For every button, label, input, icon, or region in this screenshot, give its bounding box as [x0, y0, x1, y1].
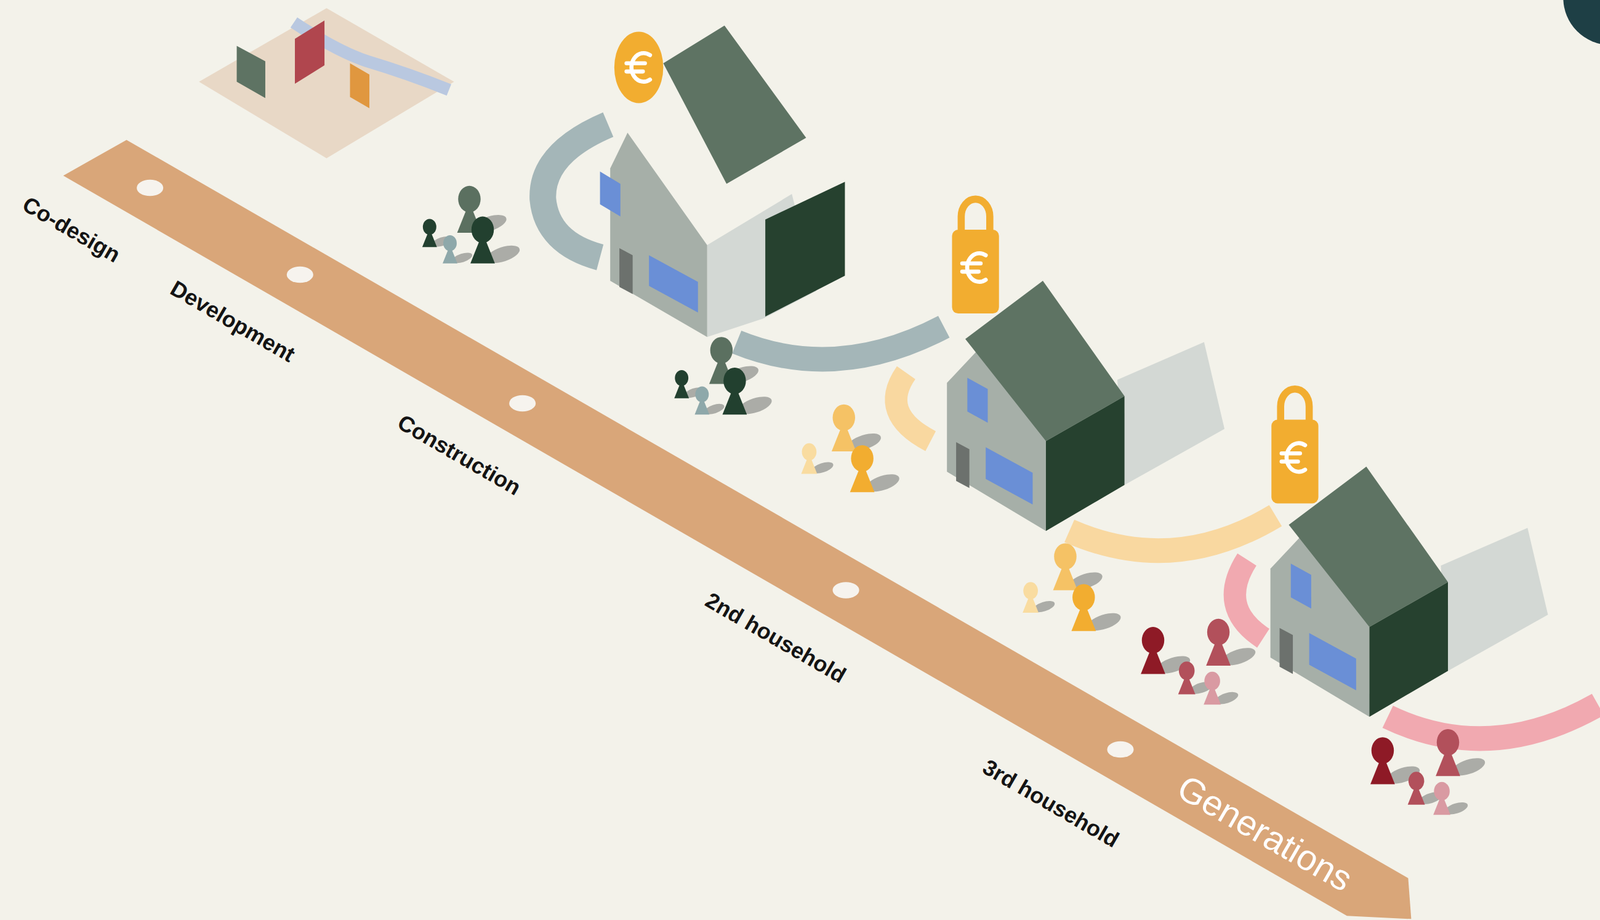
household-2: [1022, 542, 1123, 634]
house-exploded: [600, 25, 846, 337]
stage-label: Co-design: [18, 192, 125, 268]
euro-lock: [1271, 389, 1319, 504]
euro-lock: [951, 198, 999, 314]
household-2: [800, 404, 902, 495]
timeline-band: [63, 139, 1412, 919]
household-1: [422, 185, 523, 267]
transfer-arcs: [542, 124, 1599, 739]
house: [946, 280, 1225, 531]
corner-badge: [1563, 0, 1600, 45]
house: [1270, 466, 1549, 717]
site-plan: [198, 8, 454, 159]
household-3: [1140, 618, 1258, 707]
euro-coin: [614, 31, 664, 103]
stage-label: Construction: [393, 410, 526, 500]
stage-label: 3rd household: [978, 754, 1124, 852]
stage-label: Development: [166, 275, 300, 367]
stage-label: 2nd household: [701, 587, 850, 688]
band-title: Generations: [1171, 767, 1360, 899]
household-1: [674, 336, 774, 418]
household-3: [1370, 728, 1488, 817]
